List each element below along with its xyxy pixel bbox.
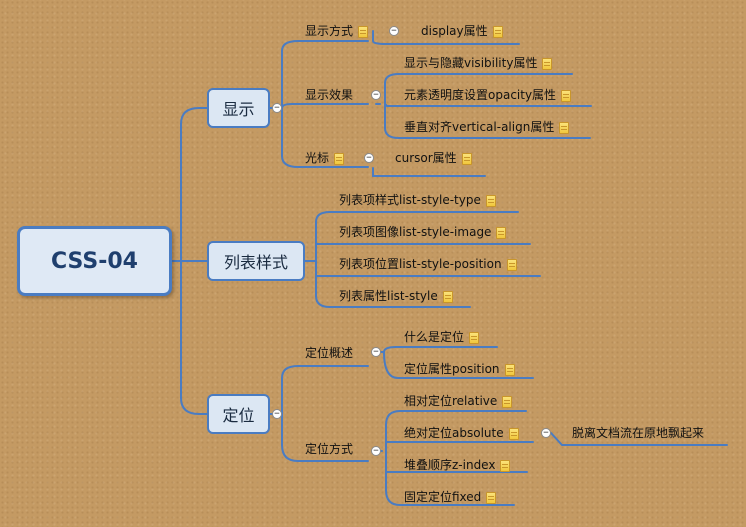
topic-label: cursor属性 [395, 151, 457, 165]
topic-z-index[interactable]: 堆叠顺序z-index [404, 458, 511, 473]
topic-label: 列表项图像list-style-image [339, 225, 492, 239]
topic-label: 固定定位fixed [404, 490, 482, 504]
topic-list-style[interactable]: 列表属性list-style [339, 289, 453, 304]
root-node[interactable]: CSS-04 [17, 226, 172, 296]
topic-cursor-property[interactable]: cursor属性 [395, 151, 472, 166]
note-icon[interactable] [469, 331, 480, 344]
topic-label: 脱离文档流在原地飘起来 [572, 426, 705, 440]
topic-cursor-group[interactable]: 光标 [305, 151, 345, 166]
note-icon[interactable] [492, 25, 503, 38]
collapse-toggle-icon[interactable]: − [364, 153, 374, 163]
note-icon[interactable] [506, 258, 517, 271]
topic-label: 光标 [305, 151, 330, 165]
topic-list-style-type[interactable]: 列表项样式list-style-type [339, 193, 496, 208]
topic-label: 堆叠顺序z-index [404, 458, 496, 472]
topic-label: display属性 [421, 24, 488, 38]
note-icon[interactable] [504, 363, 515, 376]
note-icon[interactable] [508, 427, 519, 440]
root-label: CSS-04 [50, 248, 138, 274]
topic-out-of-flow[interactable]: 脱离文档流在原地飘起来 [572, 426, 704, 441]
note-icon[interactable] [542, 57, 553, 70]
topic-label: 显示与隐藏visibility属性 [404, 56, 538, 70]
topic-absolute[interactable]: 绝对定位absolute [404, 426, 519, 441]
branch-display-label: 显示 [222, 100, 255, 119]
collapse-toggle-icon[interactable]: − [389, 26, 399, 36]
topic-label: 定位概述 [305, 346, 354, 360]
topic-visibility[interactable]: 显示与隐藏visibility属性 [404, 56, 553, 71]
topic-label: 元素透明度设置opacity属性 [404, 88, 557, 102]
topic-label: 列表属性list-style [339, 289, 438, 303]
branch-position[interactable]: 定位 [207, 394, 270, 434]
topic-label: 显示效果 [305, 88, 354, 102]
topic-position-modes[interactable]: 定位方式 [305, 442, 353, 457]
collapse-toggle-icon[interactable]: − [272, 409, 282, 419]
note-icon[interactable] [559, 121, 570, 134]
topic-display-effect[interactable]: 显示效果 [305, 88, 353, 103]
note-icon[interactable] [485, 194, 496, 207]
topic-label: 什么是定位 [404, 330, 465, 344]
note-icon[interactable] [502, 395, 513, 408]
topic-what-is-position[interactable]: 什么是定位 [404, 330, 480, 345]
topic-position-property[interactable]: 定位属性position [404, 362, 515, 377]
topic-label: 列表项样式list-style-type [339, 193, 481, 207]
note-icon[interactable] [334, 152, 345, 165]
topic-label: 列表项位置list-style-position [339, 257, 502, 271]
topic-label: 显示方式 [305, 24, 354, 38]
branch-list-style[interactable]: 列表样式 [207, 241, 305, 281]
topic-display-mode[interactable]: 显示方式 [305, 24, 369, 39]
topic-label: 定位属性position [404, 362, 500, 376]
note-icon[interactable] [500, 459, 511, 472]
topic-vertical-align[interactable]: 垂直对齐vertical-align属性 [404, 120, 570, 135]
topic-label: 定位方式 [305, 442, 354, 456]
collapse-toggle-icon[interactable]: − [272, 103, 282, 113]
topic-list-style-position[interactable]: 列表项位置list-style-position [339, 257, 517, 272]
note-icon[interactable] [461, 152, 472, 165]
note-icon[interactable] [561, 89, 572, 102]
topic-label: 绝对定位absolute [404, 426, 504, 440]
branch-list-style-label: 列表样式 [223, 253, 288, 272]
topic-label: 相对定位relative [404, 394, 498, 408]
branch-display[interactable]: 显示 [207, 88, 270, 128]
collapse-toggle-icon[interactable]: − [541, 428, 551, 438]
note-icon[interactable] [442, 290, 453, 303]
topic-display-property[interactable]: display属性 [421, 24, 503, 39]
collapse-toggle-icon[interactable]: − [371, 90, 381, 100]
topic-opacity[interactable]: 元素透明度设置opacity属性 [404, 88, 572, 103]
collapse-toggle-icon[interactable]: − [371, 446, 381, 456]
topic-label: 垂直对齐vertical-align属性 [404, 120, 555, 134]
note-icon[interactable] [496, 226, 507, 239]
note-icon[interactable] [486, 491, 497, 504]
branch-position-label: 定位 [222, 406, 255, 425]
note-icon[interactable] [358, 25, 369, 38]
topic-position-overview[interactable]: 定位概述 [305, 346, 353, 361]
topic-list-style-image[interactable]: 列表项图像list-style-image [339, 225, 507, 240]
topic-fixed[interactable]: 固定定位fixed [404, 490, 497, 505]
collapse-toggle-icon[interactable]: − [371, 347, 381, 357]
topic-relative[interactable]: 相对定位relative [404, 394, 513, 409]
